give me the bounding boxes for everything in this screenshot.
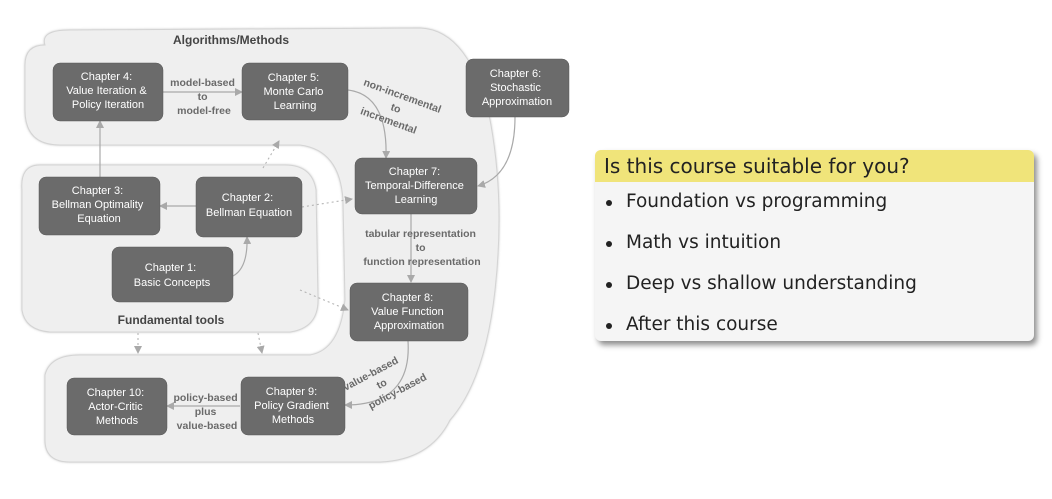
svg-text:Chapter 2: Bellman Equat: Chapter 2: Bellman Equation [206, 192, 292, 219]
chapter-5-node[interactable]: Chapter 5: Monte Carlo Learning [241, 62, 349, 121]
chapter-10-node[interactable]: Chapter 10: Actor-Critic Methods [66, 377, 168, 436]
svg-text:Chapter 3: Bellman Optim: Chapter 3: Bellman Optimality Equation [52, 185, 147, 225]
suitability-list: Foundation vs programming Math vs intuit… [595, 184, 1034, 341]
suitability-box: Is this course suitable for you? Foundat… [595, 150, 1034, 341]
edge-label-tabular: tabular representation to function repre… [363, 228, 480, 268]
suitability-title: Is this course suitable for you? [595, 150, 1034, 182]
svg-text:Chapter 10: Actor-Critic: Chapter 10: Actor-Critic Methods [87, 387, 148, 427]
chapter-8-node[interactable]: Chapter 8: Value Function Approximation [349, 282, 469, 342]
chapter-3-node[interactable]: Chapter 3: Bellman Optimality Equation [38, 176, 161, 236]
chapter-9-node[interactable]: Chapter 9: Policy Gradient Methods [240, 376, 346, 436]
list-item: Deep vs shallow understanding [595, 266, 1034, 307]
chapter-1-node[interactable]: Chapter 1: Basic Concepts [111, 246, 234, 303]
svg-text:Chapter 7: Temporal-Diff: Chapter 7: Temporal-Difference Learning [365, 166, 467, 206]
algorithms-region-label: Algorithms/Methods [173, 33, 289, 47]
list-item: Math vs intuition [595, 225, 1034, 266]
fundamental-region-label: Fundamental tools [118, 313, 225, 327]
chapter-2-node[interactable]: Chapter 2: Bellman Equation [195, 176, 303, 238]
chapter-4-node[interactable]: Chapter 4: Value Iteration & Policy Iter… [52, 62, 164, 122]
list-item: After this course [595, 307, 1034, 341]
dotted-arrow-fundamental-right [256, 332, 265, 354]
edge-label-policy-plus-value: policy-based plus value-based [173, 392, 240, 432]
svg-text:Chapter 5: Monte Carlo: Chapter 5: Monte Carlo Learning [264, 72, 327, 112]
edge-label-model-based: model-based to model-free [170, 77, 238, 117]
svg-text:Chapter 6: Stochastic: Chapter 6: Stochastic Approximation [482, 68, 552, 108]
arrow-ch6-ch7 [477, 116, 516, 188]
list-item: Foundation vs programming [595, 184, 1034, 225]
svg-text:Chapter 9: Policy Gradie: Chapter 9: Policy Gradient Methods [254, 386, 332, 426]
chapter-7-node[interactable]: Chapter 7: Temporal-Difference Learning [354, 157, 478, 215]
dotted-arrow-ch2-ch7 [301, 196, 353, 208]
dotted-arrow-ch1-ch8 [299, 289, 349, 311]
arrow-ch5-ch7 [347, 89, 391, 159]
svg-text:Chapter 4: Value Iterati: Chapter 4: Value Iteration & Policy Iter… [66, 71, 150, 111]
svg-text:Chapter 8: Value Functio: Chapter 8: Value Function Approximation [371, 292, 447, 332]
arrow-ch8-ch9 [344, 340, 409, 409]
dotted-arrow-ch2-ch5 [262, 140, 280, 169]
svg-text:Chapter 1: Basic Concept: Chapter 1: Basic Concepts [134, 262, 211, 289]
arrow-ch1-ch2 [232, 236, 252, 277]
chapter-6-node[interactable]: Chapter 6: Stochastic Approximation [465, 58, 570, 118]
course-roadmap-diagram: Algorithms/Methods Fundamental tools mod… [21, 27, 570, 463]
